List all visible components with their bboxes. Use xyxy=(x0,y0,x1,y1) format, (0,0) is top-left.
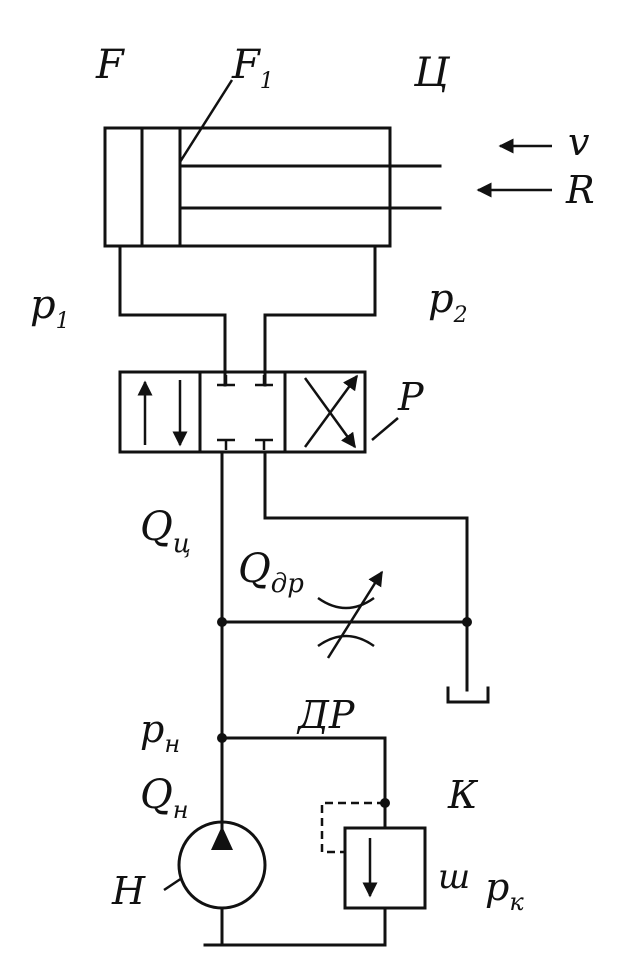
h-leader-line xyxy=(163,876,183,892)
directional-valve xyxy=(118,370,399,454)
label-valve: К xyxy=(447,773,479,817)
throttle xyxy=(317,570,384,659)
label-f1: F1 xyxy=(231,42,274,94)
line-p2 xyxy=(263,244,377,387)
f1-leader-line xyxy=(178,79,234,163)
pilot-line xyxy=(320,801,385,854)
valve-cross-arrow-1 xyxy=(303,374,359,448)
pump-suction xyxy=(206,906,224,947)
relief-valve-body xyxy=(343,826,427,910)
label-throttle: ДР xyxy=(296,693,356,737)
label-q-pump: Qн xyxy=(140,772,189,824)
label-p-pump: pн xyxy=(140,707,180,758)
label-cylinder: Ц xyxy=(413,50,451,96)
label-q-throttle: Qдр xyxy=(238,546,304,599)
cylinder-body xyxy=(103,126,392,248)
hydraulic-cylinder xyxy=(103,79,442,248)
throttle-arc-top xyxy=(317,596,375,610)
label-p-valve: pк xyxy=(485,865,524,916)
junction-dot xyxy=(462,617,472,627)
label-spring: ш xyxy=(438,857,470,897)
throttle-arc-bottom xyxy=(317,634,375,648)
label-p1: p1 xyxy=(30,282,70,334)
tank xyxy=(446,686,490,704)
p-leader-line xyxy=(371,417,399,441)
label-q-cyl: Qц xyxy=(140,504,191,559)
label-p2: p2 xyxy=(428,276,468,328)
label-v: v xyxy=(568,120,590,164)
drain-line xyxy=(263,450,469,692)
line-p1 xyxy=(118,244,227,387)
pump xyxy=(163,820,267,947)
label-f: F xyxy=(95,42,125,88)
valve-cross-arrow-2 xyxy=(303,377,357,449)
label-pump: Н xyxy=(111,869,146,913)
junction-dot xyxy=(217,617,227,627)
label-r: R xyxy=(565,168,595,212)
valve-body xyxy=(118,370,367,454)
throttle-adjust-arrow xyxy=(326,570,384,659)
label-distributor: P xyxy=(397,375,425,419)
relief-valve-line xyxy=(220,736,387,830)
relief-valve xyxy=(320,801,427,947)
pump-triangle xyxy=(211,826,233,850)
